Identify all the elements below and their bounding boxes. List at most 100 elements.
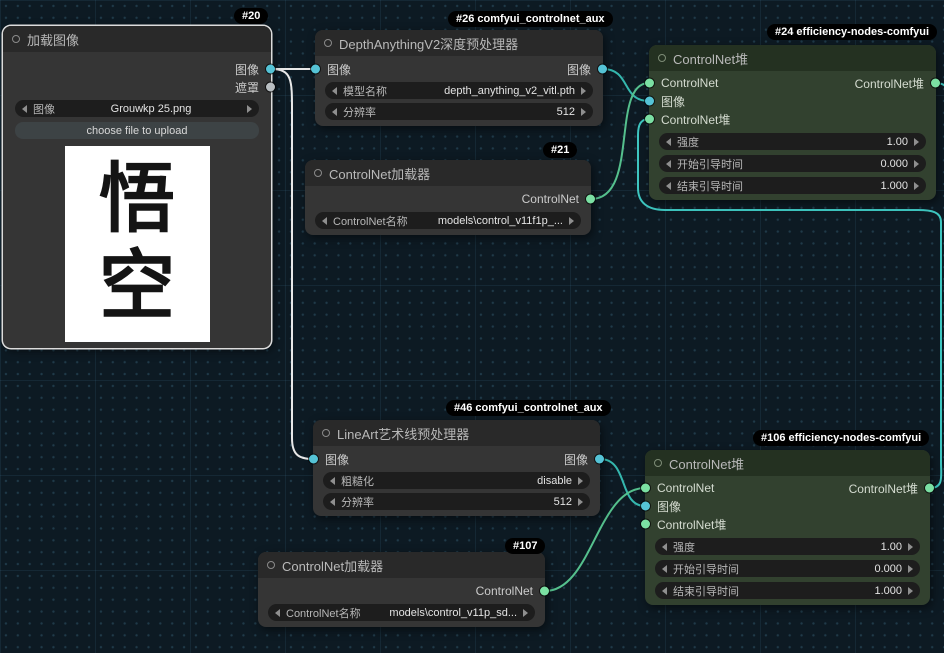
arrow-right-icon[interactable] — [569, 216, 574, 225]
input-port-stack[interactable] — [641, 519, 650, 529]
collapse-dot-icon[interactable] — [12, 35, 20, 43]
collapse-dot-icon[interactable] — [267, 561, 275, 569]
wire-stack24-output-offscreen — [935, 82, 944, 87]
start-percent-stepper[interactable]: 开始引导时间 0.000 — [655, 560, 920, 577]
stepper-value: 512 — [556, 105, 575, 118]
output-port-stack[interactable] — [931, 78, 940, 88]
arrow-left-icon[interactable] — [666, 137, 671, 146]
input-row-stack: ControlNet堆 — [641, 515, 930, 533]
output-label-mask: 遮罩 — [234, 80, 259, 95]
start-percent-stepper[interactable]: 开始引导时间 0.000 — [659, 155, 926, 172]
combo-label: 粗糙化 — [341, 475, 374, 488]
arrow-right-icon[interactable] — [914, 181, 919, 190]
arrow-left-icon[interactable] — [666, 181, 671, 190]
end-percent-stepper[interactable]: 结束引导时间 1.000 — [655, 582, 920, 599]
node-controlnet-loader-21[interactable]: ControlNet加载器 ControlNet ControlNet名称 mo… — [305, 160, 595, 235]
combo-value: models\control_v11p_sd... — [389, 606, 517, 619]
collapse-dot-icon[interactable] — [314, 169, 322, 177]
arrow-right-icon[interactable] — [908, 564, 913, 573]
node-badge-20: #20 — [234, 8, 269, 24]
end-percent-stepper[interactable]: 结束引导时间 1.000 — [659, 177, 926, 194]
stepper-label: 结束引导时间 — [673, 585, 739, 598]
arrow-left-icon[interactable] — [662, 542, 667, 551]
controlnet-name-combo[interactable]: ControlNet名称 models\control_v11p_sd... — [268, 604, 535, 621]
collapse-dot-icon[interactable] — [658, 54, 666, 62]
input-port-image[interactable] — [311, 64, 320, 74]
node-title-bar[interactable]: ControlNet加载器 — [305, 160, 591, 186]
output-port-stack[interactable] — [925, 483, 934, 493]
node-title-bar[interactable]: ControlNet堆 — [649, 45, 936, 71]
arrow-right-icon[interactable] — [908, 542, 913, 551]
arrow-left-icon[interactable] — [330, 497, 335, 506]
node-badge-24: #24 efficiency-nodes-comfyui — [767, 24, 938, 40]
arrow-left-icon[interactable] — [22, 104, 27, 113]
node-depth-preprocessor[interactable]: DepthAnythingV2深度预处理器 图像 图像 模型名称 depth_a… — [311, 30, 607, 126]
output-port-controlnet[interactable] — [540, 586, 549, 596]
arrow-left-icon[interactable] — [662, 564, 667, 573]
combo-label: ControlNet名称 — [286, 607, 361, 620]
input-port-stack[interactable] — [645, 114, 654, 124]
arrow-right-icon[interactable] — [523, 608, 528, 617]
node-lineart-preprocessor[interactable]: LineArt艺术线预处理器 图像 图像 粗糙化 disable 分辨率 512 — [309, 420, 604, 516]
stepper-label: 强度 — [677, 136, 699, 149]
arrow-left-icon[interactable] — [666, 159, 671, 168]
wire-depth-to-stack24-image — [602, 68, 650, 102]
arrow-right-icon[interactable] — [581, 86, 586, 95]
arrow-right-icon[interactable] — [578, 476, 583, 485]
input-label-controlnet: ControlNet — [661, 76, 719, 90]
arrow-right-icon[interactable] — [914, 137, 919, 146]
arrow-right-icon[interactable] — [914, 159, 919, 168]
node-load-image[interactable]: 加载图像 图像 遮罩 图像 Grouwkp 25.png choose file… — [3, 26, 275, 348]
arrow-left-icon[interactable] — [275, 608, 280, 617]
collapse-dot-icon[interactable] — [324, 39, 332, 47]
input-row-image: 图像 — [645, 92, 936, 110]
node-title-bar[interactable]: DepthAnythingV2深度预处理器 — [315, 30, 603, 56]
output-label-image: 图像 — [563, 452, 588, 467]
node-badge-106: #106 efficiency-nodes-comfyui — [753, 430, 930, 446]
input-port-controlnet[interactable] — [645, 78, 654, 88]
model-name-combo[interactable]: 模型名称 depth_anything_v2_vitl.pth — [325, 82, 593, 99]
output-label-controlnet: ControlNet — [521, 192, 579, 206]
arrow-right-icon[interactable] — [247, 104, 252, 113]
arrow-left-icon[interactable] — [332, 107, 337, 116]
output-port-image[interactable] — [598, 64, 607, 74]
arrow-right-icon[interactable] — [581, 107, 586, 116]
output-port-image[interactable] — [595, 454, 604, 464]
input-port-image[interactable] — [641, 501, 650, 511]
arrow-right-icon[interactable] — [578, 497, 583, 506]
image-file-combo[interactable]: 图像 Grouwkp 25.png — [15, 100, 259, 117]
choose-file-button[interactable]: choose file to upload — [15, 122, 259, 139]
strength-stepper[interactable]: 强度 1.00 — [659, 133, 926, 150]
collapse-dot-icon[interactable] — [322, 429, 330, 437]
io-row-image: 图像 图像 — [309, 450, 604, 468]
node-title-bar[interactable]: LineArt艺术线预处理器 — [313, 420, 600, 446]
coarse-combo[interactable]: 粗糙化 disable — [323, 472, 590, 489]
input-port-image[interactable] — [309, 454, 318, 464]
node-controlnet-loader-107[interactable]: ControlNet加载器 ControlNet ControlNet名称 mo… — [258, 552, 549, 627]
input-port-image[interactable] — [645, 96, 654, 106]
resolution-stepper[interactable]: 分辨率 512 — [323, 493, 590, 510]
input-label-controlnet: ControlNet — [657, 481, 715, 495]
arrow-right-icon[interactable] — [908, 586, 913, 595]
node-title-bar[interactable]: ControlNet堆 — [645, 450, 930, 476]
controlnet-name-combo[interactable]: ControlNet名称 models\control_v11f1p_... — [315, 212, 581, 229]
resolution-stepper[interactable]: 分辨率 512 — [325, 103, 593, 120]
output-port-mask[interactable] — [266, 82, 275, 92]
combo-label: 模型名称 — [343, 85, 387, 98]
arrow-left-icon[interactable] — [322, 216, 327, 225]
output-port-image[interactable] — [266, 64, 275, 74]
node-title-bar[interactable]: 加载图像 — [3, 26, 271, 52]
collapse-dot-icon[interactable] — [654, 459, 662, 467]
node-controlnet-stack-24[interactable]: ControlNet堆 ControlNet ControlNet堆 图像 Co… — [645, 45, 940, 200]
stepper-value: 0.000 — [880, 157, 908, 170]
arrow-left-icon[interactable] — [330, 476, 335, 485]
node-title-bar[interactable]: ControlNet加载器 — [258, 552, 545, 578]
strength-stepper[interactable]: 强度 1.00 — [655, 538, 920, 555]
calligraphy-char-top: 悟 — [99, 157, 175, 242]
input-port-controlnet[interactable] — [641, 483, 650, 493]
output-port-controlnet[interactable] — [586, 194, 595, 204]
arrow-left-icon[interactable] — [662, 586, 667, 595]
arrow-left-icon[interactable] — [332, 86, 337, 95]
node-controlnet-stack-106[interactable]: ControlNet堆 ControlNet ControlNet堆 图像 Co… — [641, 450, 934, 605]
